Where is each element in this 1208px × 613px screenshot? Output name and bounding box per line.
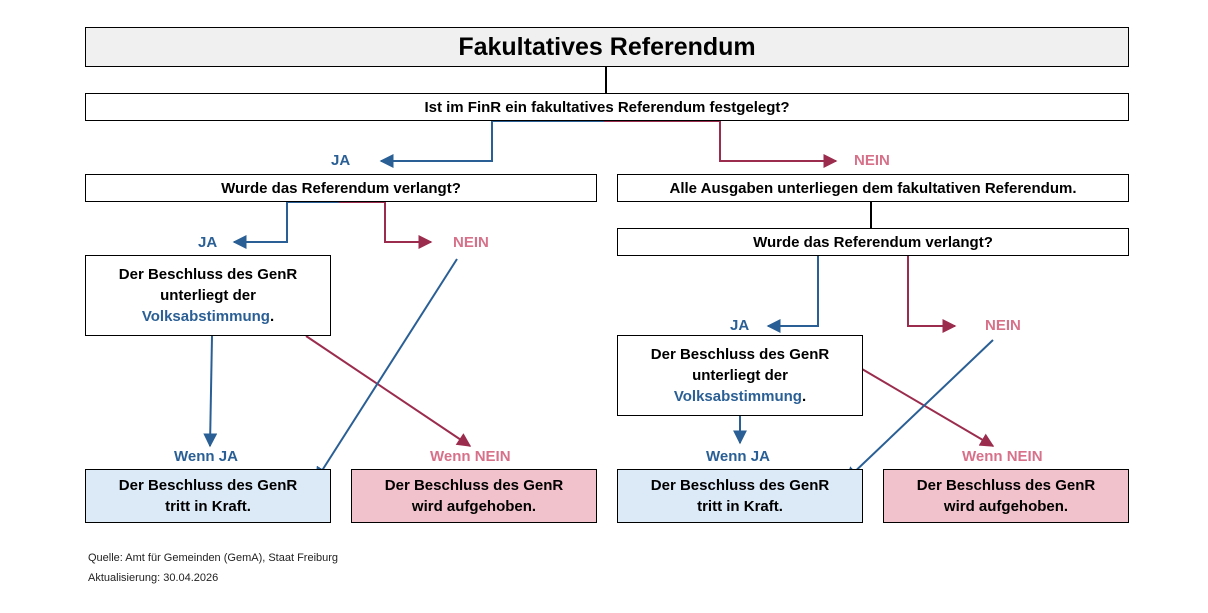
arrow-left-wenn-ja — [203, 335, 218, 448]
update-note: Aktualisierung: 30.04.2026 — [88, 572, 219, 584]
arrow-q1-nein — [604, 120, 838, 168]
question-left-box: Wurde das Referendum verlangt? — [85, 174, 597, 202]
result-aufgehoben-right: Der Beschluss des GenR wird aufgehoben. — [883, 469, 1129, 523]
volksabstimmung-right: Volksabstimmung — [673, 388, 802, 405]
result-in-kraft-left: Der Beschluss des GenR tritt in Kraft. — [85, 469, 331, 523]
result-in-kraft-left-line1: Der Beschluss des GenR — [118, 477, 298, 494]
label-nein-left: NEIN — [453, 234, 489, 251]
label-nein-right: NEIN — [985, 317, 1021, 334]
beschluss-right-dot: . — [801, 388, 807, 405]
arrow-q1-ja — [379, 120, 604, 168]
result-aufgehoben-left: Der Beschluss des GenR wird aufgehoben. — [351, 469, 597, 523]
label-wenn-nein-right: Wenn NEIN — [962, 448, 1043, 465]
result-in-kraft-right: Der Beschluss des GenR tritt in Kraft. — [617, 469, 863, 523]
arrow-left-nein-to-kraft — [315, 258, 458, 482]
arrow-right-wenn-nein — [861, 368, 995, 447]
page-title: Fakultatives Referendum — [458, 32, 756, 61]
label-wenn-nein-left: Wenn NEIN — [430, 448, 511, 465]
statement-right-box: Alle Ausgaben unterliegen dem fakultativ… — [617, 174, 1129, 202]
question-right: Wurde das Referendum verlangt? — [753, 233, 993, 251]
question-finr-box: Ist im FinR ein fakultatives Referendum … — [85, 93, 1129, 121]
volksabstimmung-left: Volksabstimmung — [141, 308, 270, 325]
result-aufgehoben-right-line2: wird aufgehoben. — [943, 498, 1069, 515]
beschluss-left-box: Der Beschluss des GenR unterliegt der Vo… — [85, 255, 331, 336]
arrow-left-nein — [339, 201, 433, 249]
arrow-left-ja — [232, 201, 339, 249]
label-wenn-ja-left: Wenn JA — [174, 448, 238, 465]
label-ja-right: JA — [730, 317, 750, 334]
beschluss-right-line1: Der Beschluss des GenR — [650, 346, 830, 363]
result-in-kraft-left-line2: tritt in Kraft. — [165, 498, 251, 515]
beschluss-left-dot: . — [269, 308, 275, 325]
result-in-kraft-right-line2: tritt in Kraft. — [697, 498, 783, 515]
result-aufgehoben-right-line1: Der Beschluss des GenR — [916, 477, 1096, 494]
beschluss-right-box: Der Beschluss des GenR unterliegt der Vo… — [617, 335, 863, 416]
arrow-left-wenn-nein — [305, 335, 472, 447]
beschluss-left-line3: Volksabstimmung. — [142, 306, 274, 327]
arrow-right-nein — [866, 254, 957, 333]
result-aufgehoben-left-line2: wird aufgehoben. — [411, 498, 537, 515]
question-left: Wurde das Referendum verlangt? — [221, 179, 461, 197]
beschluss-right-line3: Volksabstimmung. — [674, 386, 806, 407]
source-note: Quelle: Amt für Gemeinden (GemA), Staat … — [88, 552, 339, 564]
title-box: Fakultatives Referendum — [85, 27, 1129, 67]
arrow-right-ja — [766, 254, 866, 333]
arrow-right-nein-to-kraft — [844, 339, 994, 481]
statement-right: Alle Ausgaben unterliegen dem fakultativ… — [669, 179, 1077, 197]
beschluss-right-line2: unterliegt der — [692, 367, 788, 384]
question-right-box: Wurde das Referendum verlangt? — [617, 228, 1129, 256]
label-ja-left: JA — [198, 234, 218, 251]
result-in-kraft-right-line1: Der Beschluss des GenR — [650, 477, 830, 494]
label-nein-q1: NEIN — [854, 152, 890, 169]
result-aufgehoben-left-line1: Der Beschluss des GenR — [384, 477, 564, 494]
label-ja-q1: JA — [331, 152, 351, 169]
beschluss-left-line2: unterliegt der — [160, 287, 256, 304]
question-finr: Ist im FinR ein fakultatives Referendum … — [424, 98, 790, 116]
beschluss-left-line1: Der Beschluss des GenR — [118, 266, 298, 283]
label-wenn-ja-right: Wenn JA — [706, 448, 770, 465]
